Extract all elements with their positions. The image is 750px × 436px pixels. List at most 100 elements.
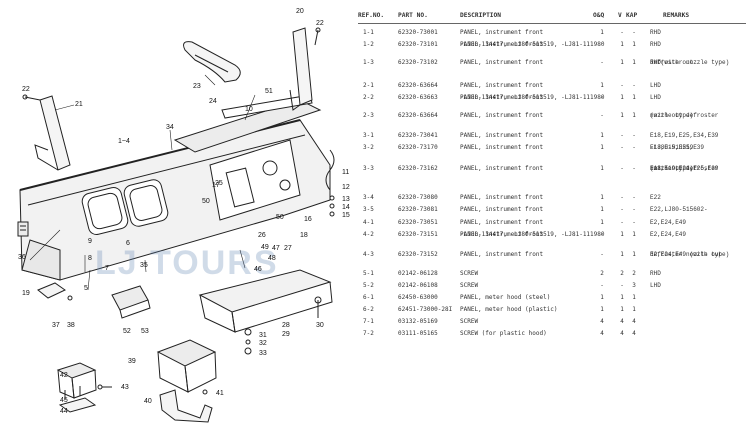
remarks-line: LHD [650,82,661,89]
qty-cell: - [632,206,636,213]
callout-number: 36 [18,254,26,261]
watermark: LJ TOURS [95,244,279,282]
description-cell: PANEL, instrument front [460,29,544,36]
qty-cell: 1 [600,206,604,213]
part-number-cell: 62320-73041 [398,132,438,139]
remarks-line: E2,E24,E49 (with out [650,251,723,258]
callout-number: 38 [67,322,75,329]
callout-number: 49 [261,244,269,251]
callout-number: 21 [75,101,83,108]
part-number-cell: 62320-73162 [398,165,438,172]
remarks-line: nozzle type) [650,165,694,172]
remarks-line: nozzle type) [650,112,694,119]
callout-number: 52 [123,328,131,335]
qty-cell: - [632,194,636,201]
qty-cell: 1 [620,59,624,66]
remarks-line: E18,E19,E21,E25,E39 [650,165,719,172]
callout-number: 47 [272,245,280,252]
qty-cell: 2 [620,270,624,277]
qty-cell: 1 [632,112,636,119]
callout-number: 46 [254,266,262,273]
qty-cell: - [632,82,636,89]
ref-cell: 5-1 [363,270,374,277]
serial-range: -LJ80-134417, -LJ80-513519, -LJ81-111980 [460,231,605,238]
description-cell: PANEL, instrument front-LJ80-134417, -LJ… [460,41,605,48]
qty-cell: 1 [620,94,624,101]
part-number-cell: 62320-73151 [398,231,438,238]
qty-cell: 4 [600,330,604,337]
ref-cell: 4-2 [363,231,374,238]
part-number-cell: 03111-05165 [398,330,438,337]
qty-cell: 1 [632,306,636,313]
parts-table: REF.NO. PART NO. DESCRIPTION O&Q V KAP R… [358,12,748,432]
callout-number: 11 [342,169,350,176]
description-cell: PANEL, instrument front [460,144,544,151]
callout-number: 43 [121,384,129,391]
callout-number: 34 [166,124,174,131]
part-number-cell: 62450-63000 [398,294,438,301]
ref-cell: 2-2 [363,94,374,101]
header-qty-1: O&Q [593,12,605,19]
header-rule [358,23,746,24]
remarks-line: defroster nozzle type) [650,59,730,66]
remarks-line: E22 [650,194,661,201]
qty-cell: - [632,219,636,226]
qty-cell: - [600,94,604,101]
header-description: DESCRIPTION [460,12,501,19]
callout-number: 22 [316,20,324,27]
qty-cell: - [600,231,604,238]
ref-cell: 4-3 [363,251,374,258]
qty-cell: - [620,132,624,139]
qty-cell: - [632,132,636,139]
part-number-cell: 62320-73170 [398,144,438,151]
callout-number: 41 [216,390,224,397]
ref-cell: 1-1 [363,29,374,36]
qty-cell: 1 [632,94,636,101]
remarks-line: -LJ80-513519 [650,144,694,151]
remarks-line: (with out defroster [650,112,719,119]
callout-number: 31 [259,332,267,339]
callout-number: 9 [88,238,92,245]
qty-cell: - [620,144,624,151]
callout-number: 50 [276,214,284,221]
callout-number: 6 [126,240,130,247]
diagram-drawing [17,27,335,423]
ref-cell: 7-2 [363,330,374,337]
callout-number: 45 [60,397,68,404]
description-cell: SCREW [460,270,479,277]
callout-number: 8 [88,255,92,262]
remarks-line: E22,LJ80-515602- [650,206,708,213]
description-cell: PANEL, meter hood (plastic) [460,306,558,313]
header-qty-3: KAP [626,12,638,19]
remarks-line: E2,E24,E49 [650,231,687,238]
callout-number: 50 [202,198,210,205]
description-cell: PANEL, instrument front [460,82,544,89]
qty-cell: - [600,112,604,119]
qty-cell: - [620,165,624,172]
callout-number: 14 [342,204,350,211]
callout-number: 19 [22,290,30,297]
qty-cell: 1 [600,29,604,36]
ref-cell: 7-1 [363,318,374,325]
description-cell: PANEL, instrument front [460,219,544,226]
callout-number: 51 [265,88,273,95]
part-number-cell: 62320-73080 [398,194,438,201]
part-number-cell: 02142-06108 [398,282,438,289]
qty-cell: 1 [632,231,636,238]
remarks-line: (with out defroster [650,165,719,172]
ref-cell: 5-2 [363,282,374,289]
qty-cell: 1 [600,306,604,313]
remarks-line: E18,E19,E25,E39 [650,144,705,151]
qty-cell: 1 [620,112,624,119]
part-number-cell: 62320-73152 [398,251,438,258]
callout-number: 23 [193,83,201,90]
qty-cell: - [620,219,624,226]
ref-cell: 3-4 [363,194,374,201]
callout-number: 22 [22,86,30,93]
